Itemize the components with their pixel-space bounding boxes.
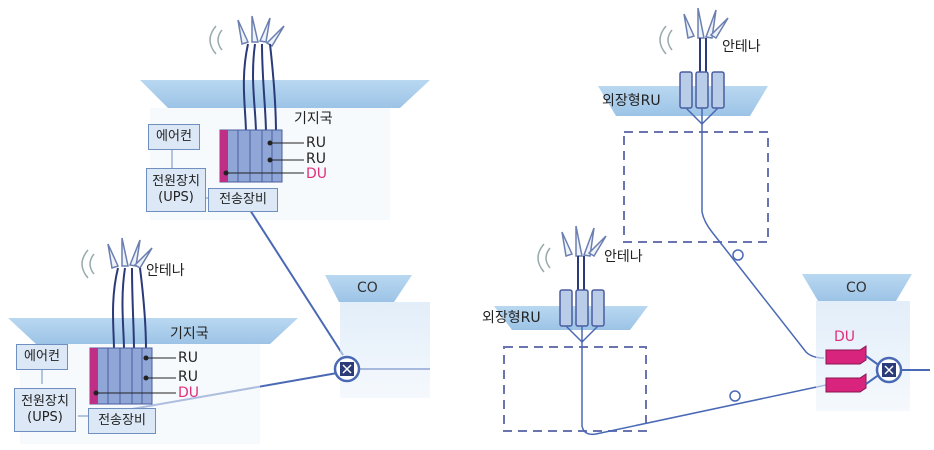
upper-transport-label: 전송장비 xyxy=(219,191,267,207)
left-co-roof xyxy=(325,275,412,302)
right-upper-ru-label: 외장형RU xyxy=(602,93,661,109)
upper-rack xyxy=(219,129,283,183)
right-upper-external-ru xyxy=(679,71,725,109)
right-du-units xyxy=(825,345,867,393)
upper-power-box: 전원장치 (UPS) xyxy=(146,168,206,212)
lower-building-roof xyxy=(8,318,298,344)
right-co-switch-icon xyxy=(875,356,903,384)
lower-rack xyxy=(89,347,153,405)
lower-transport-box: 전송장비 xyxy=(88,408,156,434)
lower-aircon-label: 에어컨 xyxy=(24,348,60,364)
left-co-label: CO xyxy=(357,280,378,296)
upper-aircon-box: 에어컨 xyxy=(148,124,200,150)
upper-leader-lines xyxy=(223,140,304,176)
left-co-switch-icon xyxy=(333,355,361,383)
lower-du-label: DU xyxy=(178,385,200,401)
right-lower-fiber xyxy=(565,325,827,436)
lower-power-box: 전원장치 (UPS) xyxy=(14,388,76,432)
upper-building-roof xyxy=(140,80,430,108)
lower-ru-label-1: RU xyxy=(178,350,198,366)
upper-antenna-icon xyxy=(209,15,285,55)
lower-leader-lines xyxy=(93,355,176,396)
upper-aircon-label: 에어컨 xyxy=(156,128,192,144)
upper-transport-box: 전송장비 xyxy=(208,188,278,212)
right-upper-antenna-icon xyxy=(659,7,729,55)
upper-base-station-label: 기지국 xyxy=(294,111,333,127)
lower-antenna-label: 안테나 xyxy=(146,263,185,279)
lower-power-label: 전원장치 xyxy=(21,393,69,409)
lower-feeder-cables xyxy=(112,267,147,351)
upper-power-label: 전원장치 xyxy=(152,173,200,189)
upper-ru-label-1: RU xyxy=(306,135,326,151)
right-lower-antenna-label: 안테나 xyxy=(604,249,643,265)
right-lower-room xyxy=(503,346,647,432)
right-co-label: CO xyxy=(846,280,867,296)
upper-du-label: DU xyxy=(306,166,328,182)
right-lower-antenna-icon xyxy=(537,225,607,273)
right-co-roof xyxy=(802,274,912,301)
right-upper-fiber xyxy=(685,107,825,359)
lower-base-station-label: 기지국 xyxy=(170,326,209,342)
lower-ru-label-2: RU xyxy=(178,369,198,385)
upper-ru-label-2: RU xyxy=(306,151,326,167)
right-lower-ru-label: 외장형RU xyxy=(482,310,541,326)
right-upper-antenna-label: 안테나 xyxy=(722,39,761,55)
right-lower-external-ru xyxy=(559,289,605,327)
upper-feeder-cables xyxy=(242,43,277,135)
lower-antenna-icon xyxy=(81,237,153,279)
lower-aircon-box: 에어컨 xyxy=(16,344,68,370)
upper-ups-label: (UPS) xyxy=(158,190,194,205)
lower-transport-label: 전송장비 xyxy=(98,412,146,428)
right-du-label: DU xyxy=(834,329,856,345)
lower-ups-label: (UPS) xyxy=(27,410,63,425)
right-upper-room xyxy=(623,131,769,243)
